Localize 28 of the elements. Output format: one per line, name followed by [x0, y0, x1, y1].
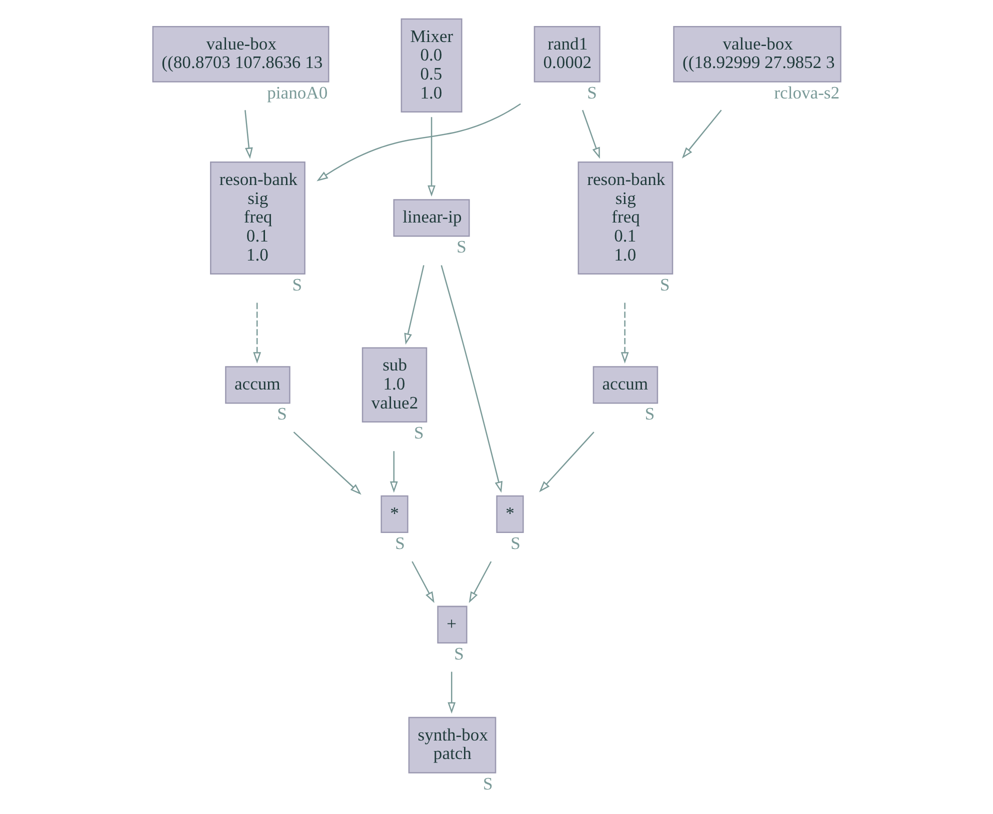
node-label: pianoA0: [267, 82, 328, 102]
arrow: [620, 302, 629, 363]
arrow: [582, 109, 600, 158]
node-label: S: [277, 403, 287, 424]
node-label: S: [454, 642, 464, 663]
node-label: S: [456, 236, 466, 256]
node-label: rclova-s2: [774, 82, 840, 102]
node-label: S: [644, 403, 655, 424]
arrow: [428, 116, 436, 196]
node-label: S: [292, 274, 302, 294]
arrow: [412, 560, 434, 603]
arrow: [293, 431, 362, 494]
node-label: S: [660, 274, 670, 294]
node-label: S: [483, 772, 493, 793]
node-label: S: [587, 82, 597, 102]
arrow: [468, 560, 492, 603]
arrow: [244, 110, 253, 158]
node-label: S: [510, 532, 520, 552]
arrow: [682, 109, 722, 158]
arrow: [253, 302, 262, 363]
node-label: S: [395, 532, 405, 552]
arrow: [440, 264, 503, 492]
arrow: [404, 264, 424, 344]
arrow: [316, 102, 521, 181]
arrow: [539, 431, 594, 492]
arrow: [390, 450, 398, 492]
arrow: [448, 671, 456, 714]
node-label: S: [414, 422, 424, 442]
